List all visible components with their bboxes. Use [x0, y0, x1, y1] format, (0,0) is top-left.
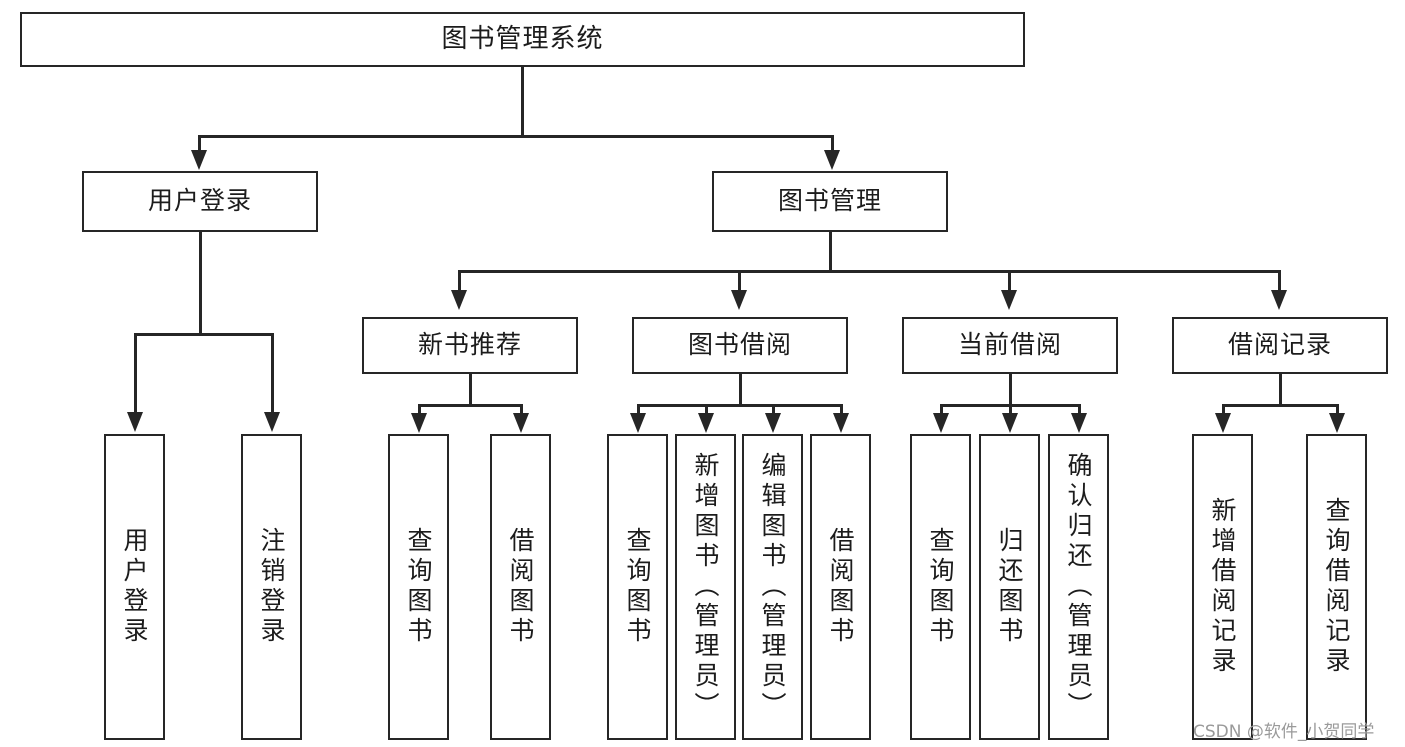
arrowhead-level3-3: [1001, 290, 1017, 310]
connector-root-to-user-login: [198, 135, 201, 153]
connector-borrow-record-drop-2: [1336, 404, 1339, 416]
connector-root-stem: [521, 67, 524, 137]
node-label: 确认归还（管理员）: [1064, 452, 1093, 722]
connector-borrow-record-stem: [1279, 374, 1282, 406]
leaf-new-book-query-book[interactable]: 查询图书: [388, 434, 449, 740]
arrowhead-current-borrow-leaf-2: [1002, 413, 1018, 433]
connector-borrow-record-drop-1: [1222, 404, 1225, 416]
connector-book-borrow-drop-2: [705, 404, 708, 416]
leaf-book-borrow-query-book[interactable]: 查询图书: [607, 434, 668, 740]
node-label: 新书推荐: [417, 330, 522, 360]
leaf-current-borrow-confirm-return-admin[interactable]: 确认归还（管理员）: [1048, 434, 1109, 740]
node-label: 新增图书（管理员）: [691, 452, 720, 722]
node-label: 图书管理: [777, 186, 882, 216]
node-label: 图书借阅: [687, 330, 792, 360]
arrowhead-level3-4: [1271, 290, 1287, 310]
connector-user-login-drop-2: [271, 333, 274, 415]
node-label: 新增借阅记录: [1208, 497, 1237, 677]
connector-level3-drop-1: [458, 270, 461, 292]
connector-level3-drop-2: [738, 270, 741, 292]
node-user-login[interactable]: 用户登录: [82, 171, 318, 232]
connector-level3-drop-4: [1278, 270, 1281, 292]
node-label: 查询图书: [926, 527, 955, 647]
arrowhead-current-borrow-leaf-1: [933, 413, 949, 433]
node-label: 查询图书: [404, 527, 433, 647]
connector-current-borrow-drop-1: [940, 404, 943, 416]
arrowhead-book-borrow-leaf-3: [765, 413, 781, 433]
connector-root-bar: [198, 135, 833, 138]
leaf-current-borrow-return-book[interactable]: 归还图书: [979, 434, 1040, 740]
node-root-book-management-system[interactable]: 图书管理系统: [20, 12, 1025, 67]
arrowhead-borrow-record-leaf-2: [1329, 413, 1345, 433]
leaf-new-book-borrow-book[interactable]: 借阅图书: [490, 434, 551, 740]
leaf-user-login-login[interactable]: 用户登录: [104, 434, 165, 740]
connector-user-login-stem: [199, 232, 202, 335]
node-new-book-recommend[interactable]: 新书推荐: [362, 317, 578, 374]
node-label: 用户登录: [120, 527, 149, 647]
connector-book-borrow-bar: [637, 404, 842, 407]
connector-level3-drop-3: [1008, 270, 1011, 292]
leaf-book-borrow-add-book-admin[interactable]: 新增图书（管理员）: [675, 434, 736, 740]
arrowhead-level3-1: [451, 290, 467, 310]
node-label: 注销登录: [257, 527, 286, 647]
connector-book-borrow-drop-4: [840, 404, 843, 416]
connector-borrow-record-bar: [1222, 404, 1338, 407]
connector-level3-bar: [458, 270, 1280, 273]
connector-user-login-bar: [134, 333, 273, 336]
connector-current-borrow-stem: [1009, 374, 1012, 406]
node-current-borrow[interactable]: 当前借阅: [902, 317, 1118, 374]
connector-root-to-book-management: [831, 135, 834, 153]
arrowhead-book-borrow-leaf-1: [630, 413, 646, 433]
leaf-borrow-record-query-record[interactable]: 查询借阅记录: [1306, 434, 1367, 740]
node-label: 图书管理系统: [441, 23, 604, 54]
arrowhead-new-book-leaf-1: [411, 413, 427, 433]
leaf-book-borrow-edit-book-admin[interactable]: 编辑图书（管理员）: [742, 434, 803, 740]
connector-book-borrow-drop-3: [772, 404, 775, 416]
leaf-user-login-logout[interactable]: 注销登录: [241, 434, 302, 740]
arrowhead-root-to-book-management: [824, 150, 840, 170]
connector-new-book-stem: [469, 374, 472, 406]
node-label: 归还图书: [995, 527, 1024, 647]
leaf-current-borrow-query-book[interactable]: 查询图书: [910, 434, 971, 740]
connector-book-borrow-drop-1: [637, 404, 640, 416]
arrowhead-current-borrow-leaf-3: [1071, 413, 1087, 433]
connector-book-management-stem: [829, 232, 832, 272]
node-label: 借阅图书: [506, 527, 535, 647]
node-label: 当前借阅: [957, 330, 1062, 360]
connector-current-borrow-drop-2: [1009, 404, 1012, 416]
connector-new-book-bar: [418, 404, 522, 407]
connector-new-book-drop-2: [520, 404, 523, 416]
node-label: 用户登录: [147, 186, 252, 216]
csdn-watermark: CSDN @软件_小贺同学: [1193, 722, 1375, 742]
node-book-borrow[interactable]: 图书借阅: [632, 317, 848, 374]
arrowhead-user-login-leaf-2: [264, 412, 280, 432]
node-label: 查询图书: [623, 527, 652, 647]
leaf-borrow-record-add-record[interactable]: 新增借阅记录: [1192, 434, 1253, 740]
arrowhead-book-borrow-leaf-4: [833, 413, 849, 433]
arrowhead-borrow-record-leaf-1: [1215, 413, 1231, 433]
node-label: 编辑图书（管理员）: [758, 452, 787, 722]
connector-user-login-drop-1: [134, 333, 137, 415]
connector-book-borrow-stem: [739, 374, 742, 406]
node-label: 借阅记录: [1227, 330, 1332, 360]
connector-new-book-drop-1: [418, 404, 421, 416]
node-book-management[interactable]: 图书管理: [712, 171, 948, 232]
arrowhead-book-borrow-leaf-2: [698, 413, 714, 433]
connector-current-borrow-drop-3: [1078, 404, 1081, 416]
node-label: 借阅图书: [826, 527, 855, 647]
arrowhead-new-book-leaf-2: [513, 413, 529, 433]
arrowhead-level3-2: [731, 290, 747, 310]
node-label: 查询借阅记录: [1322, 497, 1351, 677]
arrowhead-root-to-user-login: [191, 150, 207, 170]
node-borrow-record[interactable]: 借阅记录: [1172, 317, 1388, 374]
arrowhead-user-login-leaf-1: [127, 412, 143, 432]
leaf-book-borrow-borrow-book[interactable]: 借阅图书: [810, 434, 871, 740]
